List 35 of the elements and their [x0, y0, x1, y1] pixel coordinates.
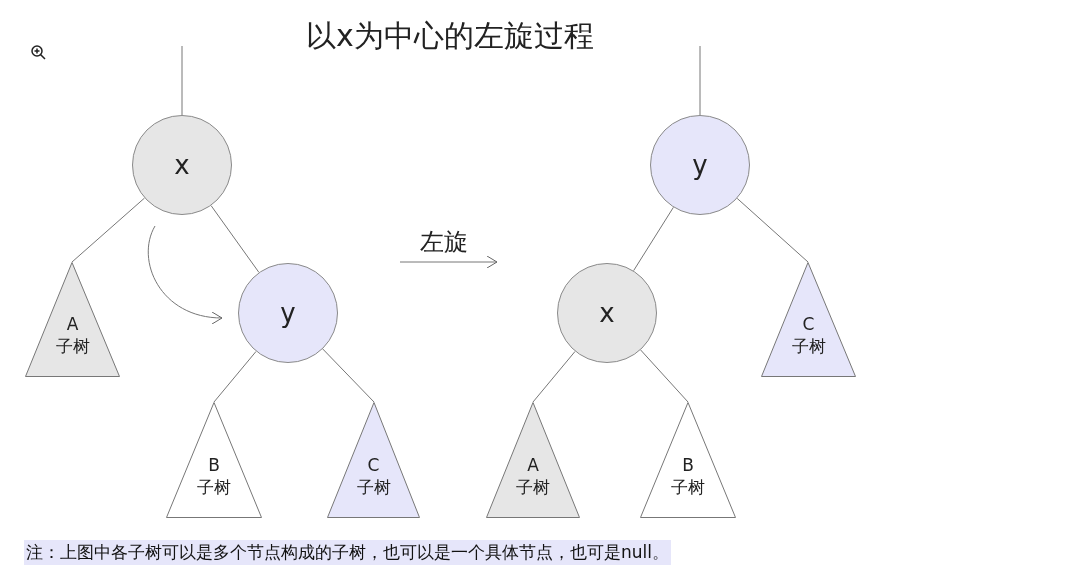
subtree-label: 子树: [196, 475, 232, 498]
subtree-name: C: [801, 313, 816, 336]
node-label: y: [280, 298, 296, 328]
tree-edge: [181, 45, 183, 116]
node-label: x: [599, 298, 615, 328]
subtree-label: 子树: [670, 475, 706, 498]
subtree-name: C: [366, 453, 381, 476]
tree-edge: [633, 206, 674, 272]
tree-edge: [640, 349, 689, 403]
node-label: y: [692, 150, 708, 180]
subtree-triangle: [327, 402, 420, 518]
rotation-label: 左旋: [420, 227, 468, 258]
subtree-triangle: [486, 402, 580, 518]
node-label: x: [174, 150, 190, 180]
subtree-label: 子树: [515, 475, 551, 498]
subtree-label: 子树: [54, 335, 91, 358]
subtree-name: B: [207, 453, 221, 476]
subtree-name: A: [526, 453, 540, 476]
note-text: 注：上图中各子树可以是多个节点构成的子树，也可以是一个具体节点，也可是null。: [24, 540, 671, 565]
subtree-triangle: [25, 262, 120, 377]
subtree-triangle: [166, 402, 262, 518]
tree-edge: [699, 45, 701, 116]
subtree-name: B: [681, 453, 695, 476]
subtree-triangle: [761, 262, 856, 377]
tree-edge: [210, 205, 260, 273]
tree-edge: [532, 350, 576, 403]
tree-edge: [213, 350, 257, 403]
subtree-triangle: [640, 402, 736, 518]
tree-edge: [322, 348, 375, 403]
tree-edge: [736, 197, 809, 263]
subtree-label: 子树: [355, 475, 392, 498]
title: 以x为中心的左旋过程: [305, 17, 595, 55]
subtree-label: 子树: [790, 335, 827, 358]
subtree-name: A: [65, 313, 80, 336]
tree-edge: [71, 197, 145, 263]
